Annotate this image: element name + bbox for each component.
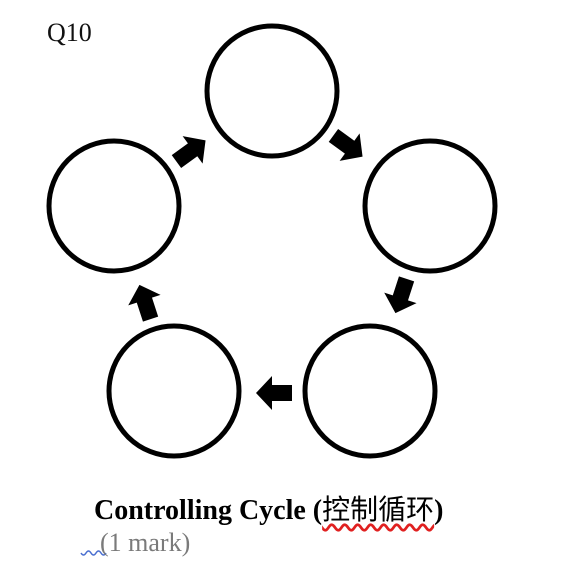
cycle-node-top[interactable] — [204, 23, 340, 159]
mark-allocation: (1 mark) — [100, 528, 191, 557]
diagram-caption: Controlling Cycle (控制循环) — [94, 488, 443, 528]
caption-chinese: 控制循环 — [322, 493, 435, 526]
cycle-arrow-right-to-bottom-right — [384, 276, 417, 314]
spellcheck-squiggle-icon — [80, 550, 107, 556]
cycle-node-left[interactable] — [46, 138, 182, 274]
caption-prefix: Controlling Cycle ( — [94, 495, 323, 526]
caption-suffix: ) — [434, 495, 444, 526]
question-label: Q10 — [47, 18, 92, 47]
cycle-arrow-bottom-right-to-bottom-left — [256, 376, 292, 410]
cycle-node-bottom-right[interactable] — [302, 323, 438, 459]
cycle-node-right[interactable] — [362, 138, 498, 274]
cycle-arrow-top-to-right — [328, 128, 363, 161]
cycle-arrow-left-to-top — [171, 136, 206, 169]
cycle-node-bottom-left[interactable] — [106, 323, 242, 459]
cycle-arrow-bottom-left-to-left — [128, 284, 161, 322]
